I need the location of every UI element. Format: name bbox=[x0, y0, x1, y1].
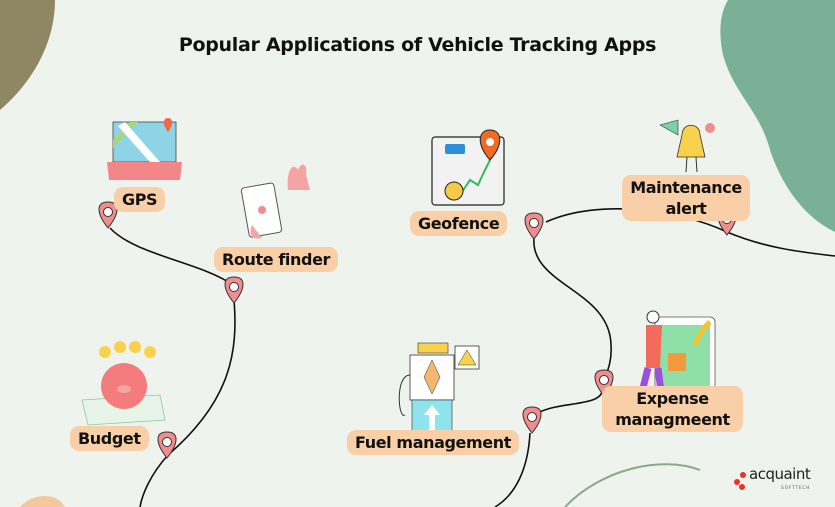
bell-megaphone-icon bbox=[659, 119, 715, 173]
blob-bottom-left bbox=[20, 496, 65, 507]
label-maintenance-alert: Maintenance alert bbox=[622, 175, 750, 221]
map-pin-route-icon bbox=[431, 129, 505, 206]
page-title: Popular Applications of Vehicle Tracking… bbox=[178, 34, 657, 56]
route-lines bbox=[109, 208, 835, 507]
fuel-pump-icon bbox=[398, 342, 480, 442]
piggy-bank-coins-icon bbox=[81, 341, 166, 426]
label-geofence: Geofence bbox=[410, 211, 508, 236]
arc-bottom-right bbox=[564, 463, 701, 507]
blob-top-left bbox=[0, 0, 55, 110]
logo-mark-icon bbox=[734, 472, 746, 490]
logo-sub: SOFTTECH bbox=[781, 485, 811, 490]
blob-top-right bbox=[720, 0, 835, 232]
label-fuel-management: Fuel management bbox=[347, 430, 519, 455]
label-budget: Budget bbox=[70, 426, 149, 451]
label-gps: GPS bbox=[114, 187, 166, 212]
label-expense-management: Expense managmeent bbox=[602, 386, 743, 432]
phone-map-hand-icon bbox=[240, 164, 310, 239]
laptop-map-icon bbox=[107, 118, 182, 180]
logo-name: acquaint bbox=[749, 465, 811, 483]
label-route-finder: Route finder bbox=[214, 247, 339, 272]
